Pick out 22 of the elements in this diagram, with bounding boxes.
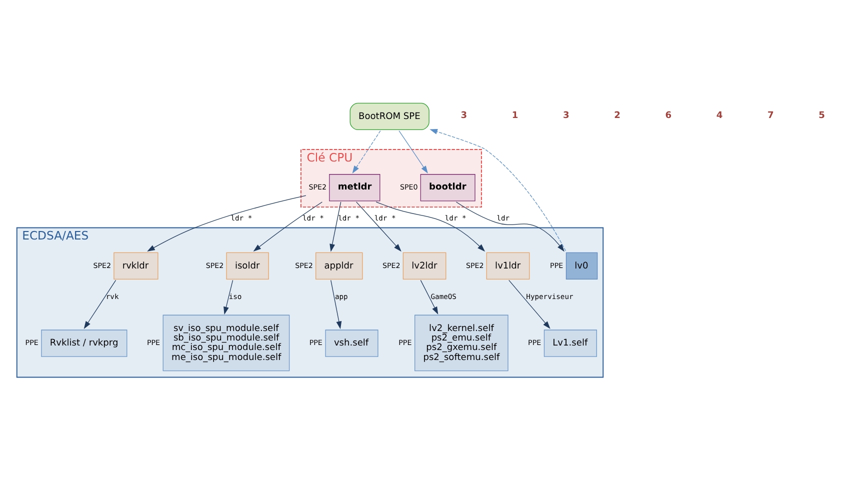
label: 2 [614, 110, 620, 121]
label: 6 [665, 110, 672, 121]
arrow [330, 280, 342, 330]
arrow [253, 202, 322, 252]
arrow [352, 130, 381, 174]
arrow [456, 202, 564, 252]
arrow [420, 280, 438, 314]
label: 4 [716, 110, 723, 121]
label: 3 [460, 110, 468, 121]
arrow [224, 280, 234, 315]
arrow [147, 195, 306, 252]
arrow [508, 280, 550, 329]
arrow [376, 202, 486, 252]
label: 3 [563, 110, 570, 121]
arrow [330, 202, 342, 252]
arrow [430, 129, 566, 252]
label: 1 [512, 110, 518, 121]
label: 5 [818, 110, 825, 121]
arrow [84, 280, 116, 329]
arrow [356, 202, 402, 252]
arrow [398, 130, 428, 174]
label: 7 [767, 110, 774, 121]
